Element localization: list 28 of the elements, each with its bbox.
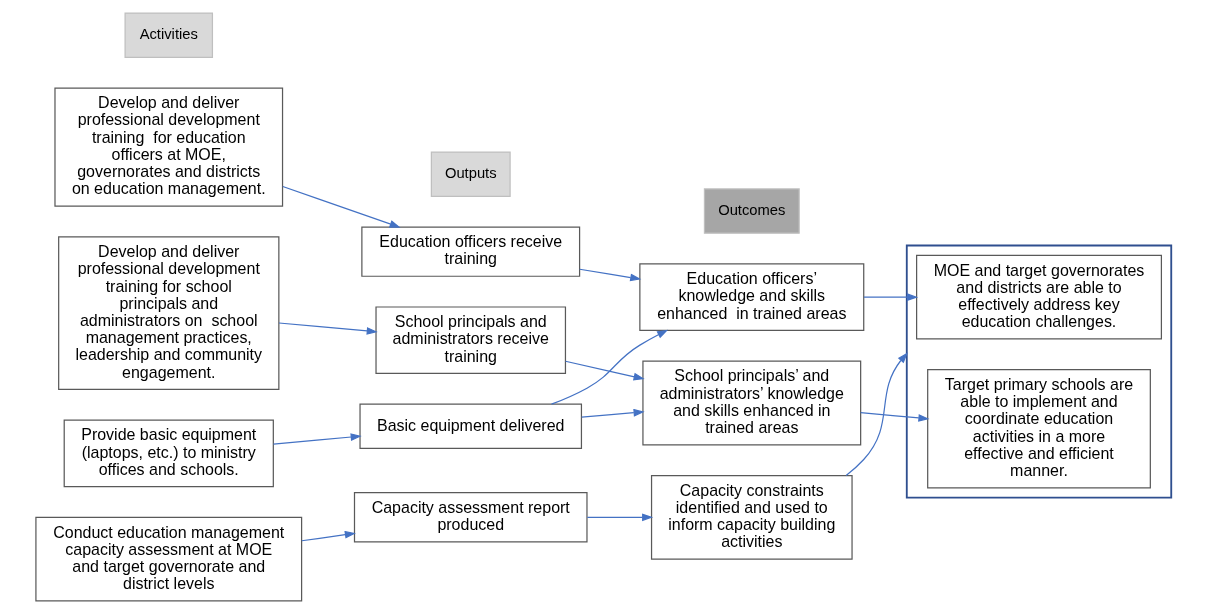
arrow (301, 530, 356, 542)
node-box: MOE and target governorates and districts are able to effectively address key education challenges. (916, 254, 1162, 340)
node-box: Capacity assessment report produced (353, 492, 588, 543)
arrow (278, 322, 378, 335)
node-box: Target primary schools are able to implement and coordinate education activities in a more effective and efficient manner. (927, 369, 1151, 489)
node-box: Conduct education management capacity assessment at MOE and target governorate and district levels (35, 516, 303, 602)
node-box: School principals’ and administrators’ knowledge and skills enhanced in trained areas (642, 360, 862, 446)
arrow (282, 185, 401, 228)
arrow (579, 268, 642, 282)
arrow (860, 412, 930, 422)
node-box: Outcomes (703, 188, 800, 234)
arrow (272, 433, 362, 445)
arrow (564, 360, 645, 381)
arrow (586, 513, 654, 522)
arrow (550, 329, 669, 405)
node-box: Activities (124, 12, 214, 58)
node-box: Outputs (430, 151, 511, 197)
node-box: Basic equipment delivered (359, 403, 583, 450)
arrow (845, 352, 908, 477)
node-box: Develop and deliver professional development training for school principals and administrators on school management practices, leadership and community engagement. (58, 236, 280, 391)
node-box: Develop and deliver professional development training for education officers at MOE, governorates and districts on education management. (54, 87, 284, 207)
arrow (581, 408, 645, 418)
arrow (863, 293, 919, 302)
node-box: Provide basic equipment (laptops, etc.) to ministry offices and schools. (63, 419, 274, 488)
node-box: Education officers’ knowledge and skills enhanced in trained areas (639, 263, 865, 331)
node-box: Education officers receive training (361, 226, 581, 277)
node-box: Capacity constraints identified and used to inform capacity building activities (650, 474, 853, 560)
node-box: School principals and administrators receive training (375, 306, 567, 375)
